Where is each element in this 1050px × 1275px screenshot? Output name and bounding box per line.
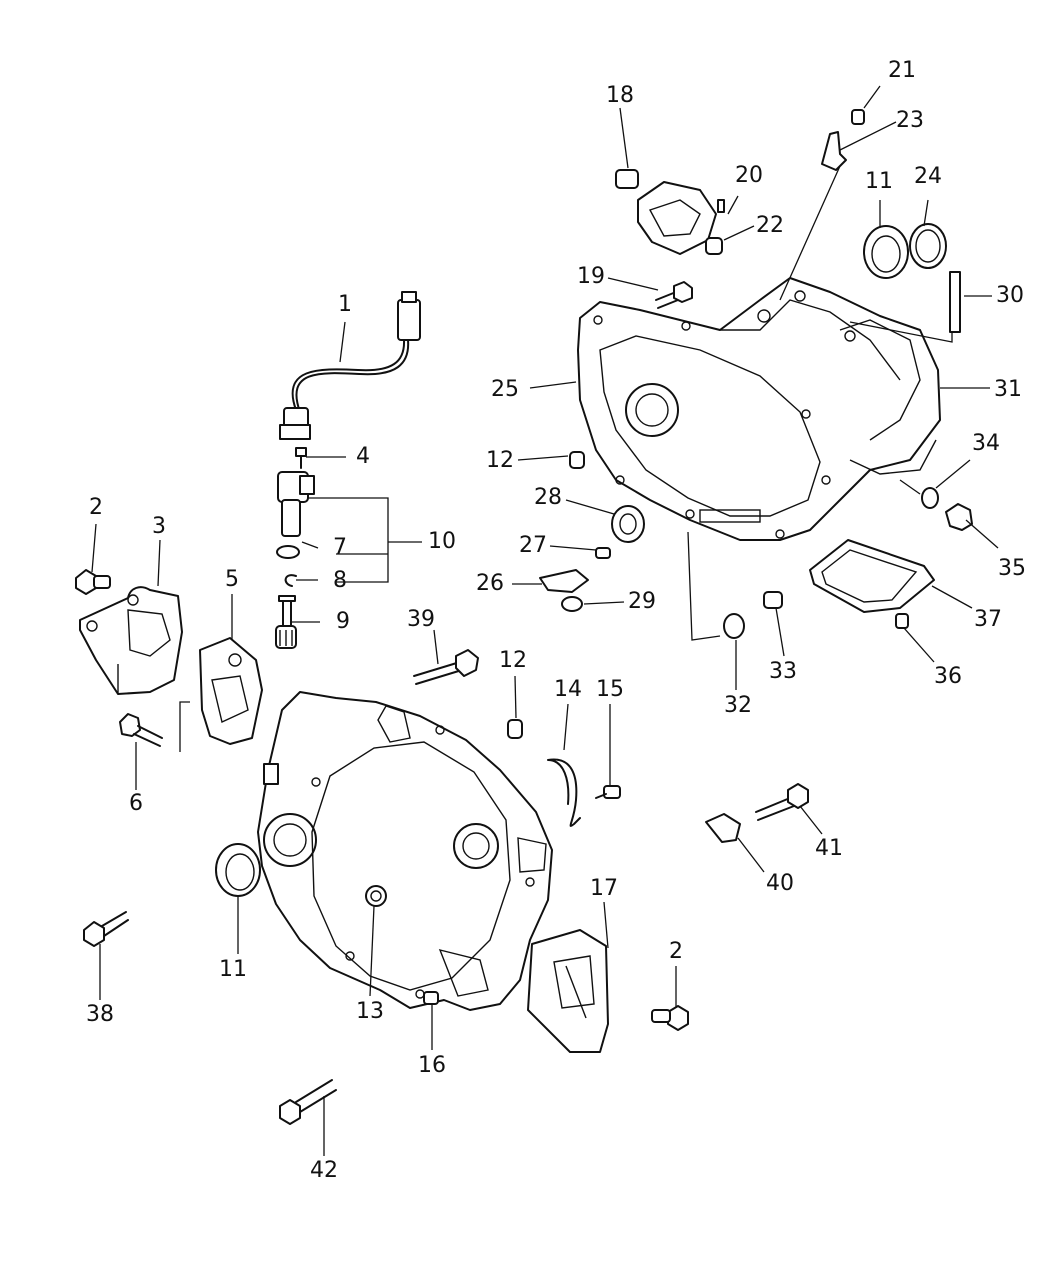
callout-28: 28 — [534, 485, 562, 510]
part-12-dowel-lower — [507, 719, 523, 739]
part-14-snap-ring — [547, 758, 581, 827]
callout-12-lower: 12 — [499, 648, 527, 673]
callout-13: 13 — [356, 999, 384, 1024]
leader-lines — [91, 85, 999, 1156]
part-select-lever-housing — [637, 181, 725, 255]
callout-22: 22 — [756, 213, 784, 238]
part-18-plug — [615, 169, 639, 189]
part-38-bolt — [83, 911, 129, 947]
callout-24: 24 — [914, 164, 942, 189]
callout-12-upper: 12 — [486, 448, 514, 473]
callout-15: 15 — [596, 677, 624, 702]
callout-9: 9 — [336, 609, 350, 634]
callout-8: 8 — [333, 568, 347, 593]
part-26-bracket — [539, 569, 589, 593]
part-2-bolt-left — [75, 569, 111, 595]
part-13-bushing — [365, 885, 387, 907]
part-22-bushing — [705, 237, 723, 255]
callout-4: 4 — [356, 444, 370, 469]
callout-38: 38 — [86, 1002, 114, 1027]
callout-31: 31 — [994, 377, 1022, 402]
callout-19: 19 — [577, 264, 605, 289]
part-11-oil-seal-upper — [863, 225, 909, 279]
part-16-plug — [423, 991, 439, 1005]
callout-27: 27 — [519, 533, 547, 558]
callout-labels: 1 4 7 8 9 10 2 3 5 6 39 12 14 15 11 13 1… — [86, 58, 1026, 1183]
part-28-plug — [611, 505, 645, 543]
part-23-bracket — [821, 131, 847, 171]
callout-6: 6 — [129, 791, 143, 816]
part-6-bolt — [119, 713, 163, 747]
callout-16: 16 — [418, 1053, 446, 1078]
callout-21: 21 — [888, 58, 916, 83]
part-10-speed-sensor — [277, 471, 315, 537]
part-36-bolt — [895, 613, 909, 629]
part-35-plug — [945, 503, 973, 531]
callout-17: 17 — [590, 876, 618, 901]
callout-39: 39 — [407, 607, 435, 632]
part-40-clip — [705, 813, 741, 843]
callout-40: 40 — [766, 871, 794, 896]
part-32-gasket — [723, 613, 745, 639]
callout-30: 30 — [996, 283, 1024, 308]
callout-25: 25 — [491, 377, 519, 402]
part-3-bracket — [79, 586, 183, 695]
part-8-clip — [284, 574, 297, 587]
callout-11-upper: 11 — [865, 169, 893, 194]
callout-29: 29 — [628, 589, 656, 614]
callout-2-left: 2 — [89, 495, 103, 520]
callout-1: 1 — [338, 292, 352, 317]
part-30-stud — [949, 271, 961, 333]
part-19-bolt — [655, 281, 693, 309]
part-42-bolt — [279, 1079, 337, 1125]
part-25-31-transaxle-case — [577, 277, 941, 541]
callout-33: 33 — [769, 659, 797, 684]
callout-7: 7 — [333, 535, 347, 560]
callout-42: 42 — [310, 1158, 338, 1183]
callout-35: 35 — [998, 556, 1026, 581]
part-17-bracket — [527, 929, 609, 1053]
part-4-screw — [295, 447, 307, 469]
part-39-bolt — [413, 649, 479, 685]
part-2-bolt-right — [651, 1005, 689, 1031]
callout-10: 10 — [428, 529, 456, 554]
part-21-bolt — [851, 109, 865, 125]
callout-32: 32 — [724, 693, 752, 718]
callout-36: 36 — [934, 664, 962, 689]
callout-26: 26 — [476, 571, 504, 596]
callout-20: 20 — [735, 163, 763, 188]
part-11-oil-seal-lower — [215, 843, 261, 897]
part-33-plug — [763, 591, 783, 609]
part-5-bracket — [179, 637, 263, 752]
part-24-ring — [909, 223, 947, 269]
callout-5: 5 — [225, 567, 239, 592]
callout-37: 37 — [974, 607, 1002, 632]
part-41-bolt — [755, 783, 809, 821]
part-1-wire-harness — [279, 291, 421, 440]
callout-18: 18 — [606, 83, 634, 108]
part-7-o-ring — [276, 545, 300, 559]
part-29-seal — [561, 596, 583, 612]
callout-3: 3 — [152, 514, 166, 539]
callout-23: 23 — [896, 108, 924, 133]
part-34-gasket — [921, 487, 939, 509]
callout-34: 34 — [972, 431, 1000, 456]
part-bell-housing — [257, 691, 553, 1011]
part-37-cover — [809, 539, 935, 613]
callout-11-lower: 11 — [219, 957, 247, 982]
callout-14: 14 — [554, 677, 582, 702]
part-27-pin — [595, 547, 611, 559]
callout-2-right: 2 — [669, 939, 683, 964]
part-9-driven-gear — [275, 595, 297, 649]
part-12-dowel-upper — [569, 451, 585, 469]
part-15-bolt — [595, 785, 621, 799]
callout-41: 41 — [815, 836, 843, 861]
